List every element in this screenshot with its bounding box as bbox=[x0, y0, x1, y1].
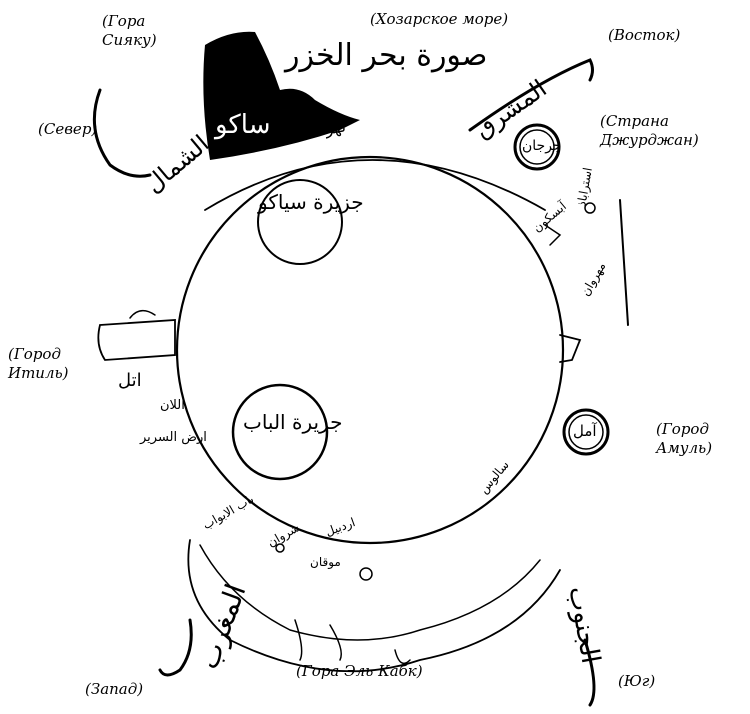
label-ar-siyah-kuh: ساكو bbox=[215, 110, 271, 140]
label-ar-island-1: جزيرة سياكو bbox=[258, 190, 364, 214]
label-mountain-siyaku: (Гора Сияку) bbox=[102, 12, 157, 49]
mount-siyaku bbox=[203, 31, 360, 160]
amul-city bbox=[562, 408, 610, 456]
label-south: (Юг) bbox=[618, 672, 656, 690]
label-ar-sea: صورة بحر الخزر bbox=[285, 38, 488, 73]
island-siyaku bbox=[257, 179, 343, 265]
label-ar-sarir: ارض السرير bbox=[140, 430, 207, 445]
itil-river bbox=[97, 319, 176, 361]
label-ar-island-2: جزيرة الباب bbox=[243, 410, 343, 434]
river-arc bbox=[204, 159, 546, 211]
label-ar-amul: آمل bbox=[573, 422, 597, 440]
label-jurjan: (Страна Джурджан) bbox=[600, 112, 699, 149]
label-ar-river: نهر bbox=[323, 116, 348, 139]
label-ar-jurjan: جرجان bbox=[522, 138, 562, 154]
mount-kabk bbox=[187, 539, 561, 673]
island-bab bbox=[231, 383, 329, 481]
label-west: (Запад) bbox=[85, 680, 144, 698]
label-amul: (Город Амуль) bbox=[656, 420, 713, 457]
sea-circle bbox=[175, 155, 565, 545]
label-mount-kabk: (Гора Эль Кабк) bbox=[296, 662, 423, 680]
label-ar-mukan: موقان bbox=[310, 555, 341, 569]
label-east: (Восток) bbox=[608, 26, 681, 44]
label-khazar-sea: (Хозарское море) bbox=[370, 10, 509, 28]
label-ar-itil: اتل bbox=[118, 370, 142, 391]
label-itil: (Город Итиль) bbox=[8, 345, 69, 382]
jurjan-city bbox=[513, 123, 561, 171]
label-north: (Север) bbox=[38, 120, 98, 138]
label-ar-alan: اللان bbox=[160, 398, 185, 413]
